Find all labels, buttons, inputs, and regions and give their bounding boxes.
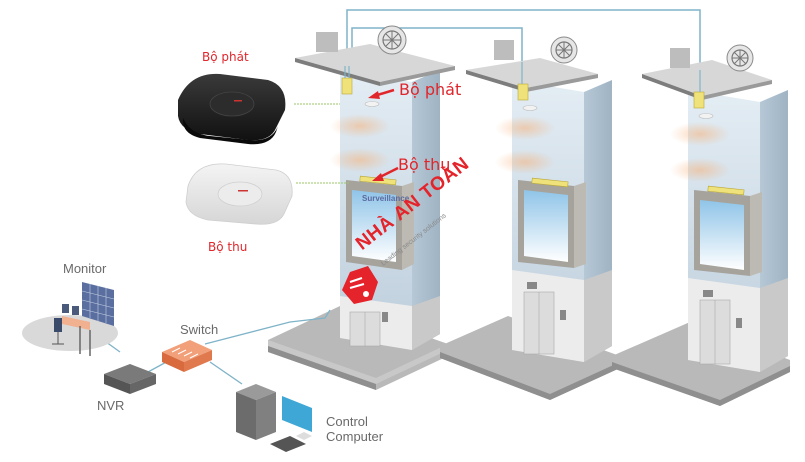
control-computer-label-line2: Computer — [326, 429, 384, 444]
transmitter-device-label: Bộ phát — [202, 50, 249, 64]
callout-arrows — [368, 88, 399, 181]
switch-label: Switch — [180, 322, 219, 337]
control-computer — [236, 384, 312, 452]
elevator-1 — [268, 25, 455, 390]
receiver-device-label: Bộ thu — [208, 240, 248, 254]
surveillance-label: Surveillance — [362, 194, 410, 203]
watermark-logo-icon — [342, 266, 378, 304]
network-switch — [162, 340, 212, 372]
nvr-label: NVR — [97, 398, 125, 413]
monitor-station — [22, 282, 118, 356]
transmitter-device-image — [178, 73, 286, 145]
leader-lines — [294, 103, 350, 184]
receiver-callout-label: Bộ thu — [398, 155, 451, 174]
top-cables — [346, 9, 701, 70]
elevator-2 — [440, 36, 620, 400]
nvr-device — [104, 364, 156, 394]
receiver-device-image — [185, 163, 293, 225]
elevator-3 — [612, 44, 790, 406]
control-computer-label-line1: Control — [326, 414, 368, 429]
monitor-label: Monitor — [63, 261, 107, 276]
transmitter-callout-label: Bộ phát — [399, 80, 462, 99]
